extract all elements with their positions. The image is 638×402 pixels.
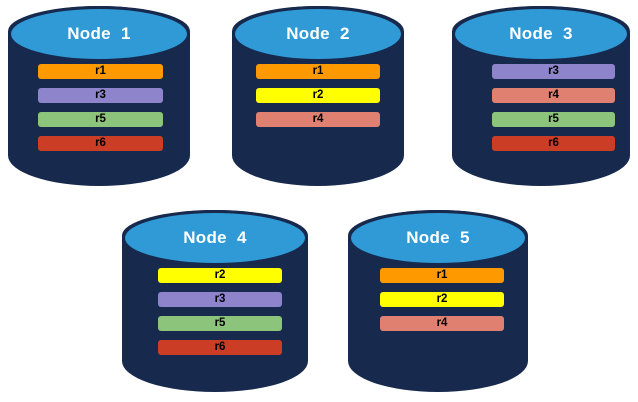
node-1[interactable]: Node 1 r1 r3 r5 r6 bbox=[8, 6, 190, 186]
node-3[interactable]: Node 3 r3 r4 r5 r6 bbox=[452, 6, 630, 186]
replica-bar[interactable]: r1 bbox=[256, 64, 380, 79]
replica-list: r3 r4 r5 r6 bbox=[492, 64, 615, 151]
replica-bar[interactable]: r2 bbox=[158, 268, 282, 283]
node-label: Node 4 bbox=[183, 228, 247, 247]
replica-bar[interactable]: r3 bbox=[492, 64, 615, 79]
node-label: Node 1 bbox=[67, 24, 131, 43]
replica-bar[interactable]: r4 bbox=[492, 88, 615, 103]
replica-bar[interactable]: r5 bbox=[158, 316, 282, 331]
replica-bar[interactable]: r4 bbox=[380, 316, 504, 331]
replica-bar[interactable]: r2 bbox=[256, 88, 380, 103]
replica-bar[interactable]: r6 bbox=[38, 136, 163, 151]
node-label: Node 3 bbox=[509, 24, 573, 43]
node-label: Node 5 bbox=[406, 228, 470, 247]
replica-list: r2 r3 r5 r6 bbox=[158, 268, 282, 355]
replica-list: r1 r2 r4 bbox=[256, 64, 380, 127]
replica-bar[interactable]: r6 bbox=[492, 136, 615, 151]
replica-bar[interactable]: r5 bbox=[492, 112, 615, 127]
replica-bar[interactable]: r3 bbox=[158, 292, 282, 307]
cylinder-top-disc: Node 5 bbox=[348, 210, 528, 266]
cylinder-top-disc: Node 3 bbox=[452, 6, 630, 62]
replica-bar[interactable]: r4 bbox=[256, 112, 380, 127]
node-label: Node 2 bbox=[286, 24, 350, 43]
cylinder-top-disc: Node 4 bbox=[122, 210, 308, 266]
replica-list: r1 r2 r4 bbox=[380, 268, 504, 331]
replica-bar[interactable]: r1 bbox=[38, 64, 163, 79]
node-4[interactable]: Node 4 r2 r3 r5 r6 bbox=[122, 210, 308, 392]
replica-bar[interactable]: r3 bbox=[38, 88, 163, 103]
replica-bar[interactable]: r2 bbox=[380, 292, 504, 307]
replica-bar[interactable]: r1 bbox=[380, 268, 504, 283]
replica-list: r1 r3 r5 r6 bbox=[38, 64, 163, 151]
cylinder-top-disc: Node 2 bbox=[232, 6, 404, 62]
cylinder-top-disc: Node 1 bbox=[8, 6, 190, 62]
node-2[interactable]: Node 2 r1 r2 r4 bbox=[232, 6, 404, 186]
replica-bar[interactable]: r6 bbox=[158, 340, 282, 355]
node-5[interactable]: Node 5 r1 r2 r4 bbox=[348, 210, 528, 392]
replica-bar[interactable]: r5 bbox=[38, 112, 163, 127]
